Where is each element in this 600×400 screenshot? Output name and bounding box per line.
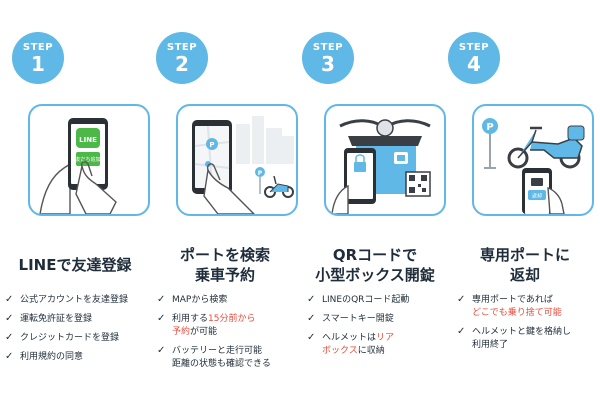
parking-sign-icon: P: [482, 118, 498, 169]
step-4-title-line-2: 返却: [509, 266, 540, 284]
step-3-item-3: ✓ヘルメットはリアボックスに収納: [307, 332, 395, 356]
check-icon: ✓: [157, 313, 166, 324]
step-2-item-3: ✓バッテリーと走行可能距離の状態も確認できる: [157, 345, 271, 369]
step-2-illustration: P P: [176, 104, 298, 216]
scooter-icon: [264, 175, 294, 198]
parking-sign-icon: P: [255, 167, 265, 194]
return-button-text: 返却: [532, 193, 542, 200]
line-logo-icon: [76, 128, 100, 148]
step-3-badge-number: 3: [321, 52, 335, 76]
svg-text:P: P: [486, 122, 493, 133]
step-3-items: ✓LINEのQRコード起動 ✓スマートキー開錠 ✓ヘルメットはリアボックスに収納: [306, 294, 409, 364]
hand-icon: [331, 184, 349, 214]
step-2-badge-label: STEP: [166, 42, 198, 53]
step-1-badge-label: STEP: [22, 42, 54, 53]
step-4-title: 専用ポートに 返却: [450, 245, 600, 285]
step-3-badge: STEP 3: [302, 32, 354, 84]
step-1-items: ✓公式アカウントを友達登録 ✓運転免許証を登録 ✓クレジットカードを登録 ✓利用…: [4, 294, 128, 370]
map-pin-icon: P: [205, 138, 218, 167]
step-2-badge: STEP 2: [156, 32, 208, 84]
check-icon: ✓: [457, 326, 466, 337]
step-2-title: ポートを検索 乗車予約: [150, 245, 300, 285]
step-1-illustration: LINE 友だち追加: [28, 104, 150, 216]
line-logo-text: LINE: [79, 136, 97, 144]
step-3-illustration: [324, 104, 446, 216]
step-4-title-line-1: 専用ポートに: [479, 246, 570, 264]
step-4-badge: STEP 4: [448, 32, 500, 84]
step-1-item-3: ✓クレジットカードを登録: [5, 332, 120, 343]
step-2-item-2: ✓利用する15分前から予約が可能: [157, 313, 256, 337]
hand-icon: [39, 162, 71, 214]
step-3-title-line-2: 小型ボックス開錠: [315, 266, 435, 284]
step-2-badge-number: 2: [175, 52, 189, 76]
add-friend-text: 友だち追加: [75, 156, 100, 163]
check-icon: ✓: [157, 294, 166, 305]
check-icon: ✓: [307, 313, 316, 324]
check-icon: ✓: [307, 332, 316, 343]
step-3-title-line-1: QRコードで: [332, 246, 418, 264]
scooter-icon: [507, 125, 585, 169]
step-2-item-1: ✓MAPから検索: [157, 294, 228, 305]
step-3: STEP 3: [300, 0, 450, 400]
hand-icon: [547, 187, 565, 214]
step-3-item-2: ✓スマートキー開錠: [307, 313, 394, 324]
phone-icon: [344, 148, 376, 204]
step-4-item-1: ✓専用ポートであればどこでも乗り捨て可能: [457, 294, 562, 318]
check-icon: ✓: [157, 345, 166, 356]
check-icon: ✓: [5, 332, 14, 343]
qr-code-icon: [405, 171, 431, 197]
step-1: STEP 1 LINE 友だち追加 LINEで友達登録 ✓公式アカウントを友達登…: [0, 0, 150, 400]
step-3-badge-label: STEP: [312, 42, 344, 53]
step-4-badge-label: STEP: [458, 42, 490, 53]
check-icon: ✓: [5, 351, 14, 362]
step-3-title: QRコードで 小型ボックス開錠: [300, 245, 450, 285]
step-4: STEP 4 P: [448, 0, 600, 400]
step-4-illustration: P 返却: [472, 104, 594, 216]
step-1-badge-number: 1: [31, 52, 45, 76]
step-2-items: ✓MAPから検索 ✓利用する15分前から予約が可能 ✓バッテリーと走行可能距離の…: [156, 294, 271, 377]
step-1-item-1: ✓公式アカウントを友達登録: [5, 294, 129, 305]
step-3-item-1: ✓LINEのQRコード起動: [307, 294, 410, 305]
check-icon: ✓: [5, 313, 14, 324]
check-icon: ✓: [307, 294, 316, 305]
hand-icon: [203, 167, 255, 214]
svg-text:P: P: [209, 141, 214, 149]
check-icon: ✓: [457, 294, 466, 305]
step-4-items: ✓専用ポートであればどこでも乗り捨て可能 ✓ヘルメットと鍵を格納し利用終了: [456, 294, 571, 358]
step-1-item-2: ✓運転免許証を登録: [5, 313, 93, 324]
step-2-title-line-2: 乗車予約: [194, 266, 255, 284]
step-4-item-2: ✓ヘルメットと鍵を格納し利用終了: [457, 326, 572, 350]
step-1-title-line-1: LINEで友達登録: [18, 256, 132, 274]
lock-icon: [394, 152, 408, 164]
step-2-title-line-1: ポートを検索: [179, 246, 270, 264]
svg-text:P: P: [258, 170, 263, 177]
check-icon: ✓: [5, 294, 14, 305]
step-2: STEP 2 P: [150, 0, 300, 400]
step-1-title: LINEで友達登録: [0, 255, 150, 275]
step-1-item-4: ✓利用規約の同意: [5, 351, 84, 362]
step-4-badge-number: 4: [467, 52, 481, 76]
step-1-badge: STEP 1: [12, 32, 64, 84]
phone-icon: 返却: [522, 168, 552, 214]
